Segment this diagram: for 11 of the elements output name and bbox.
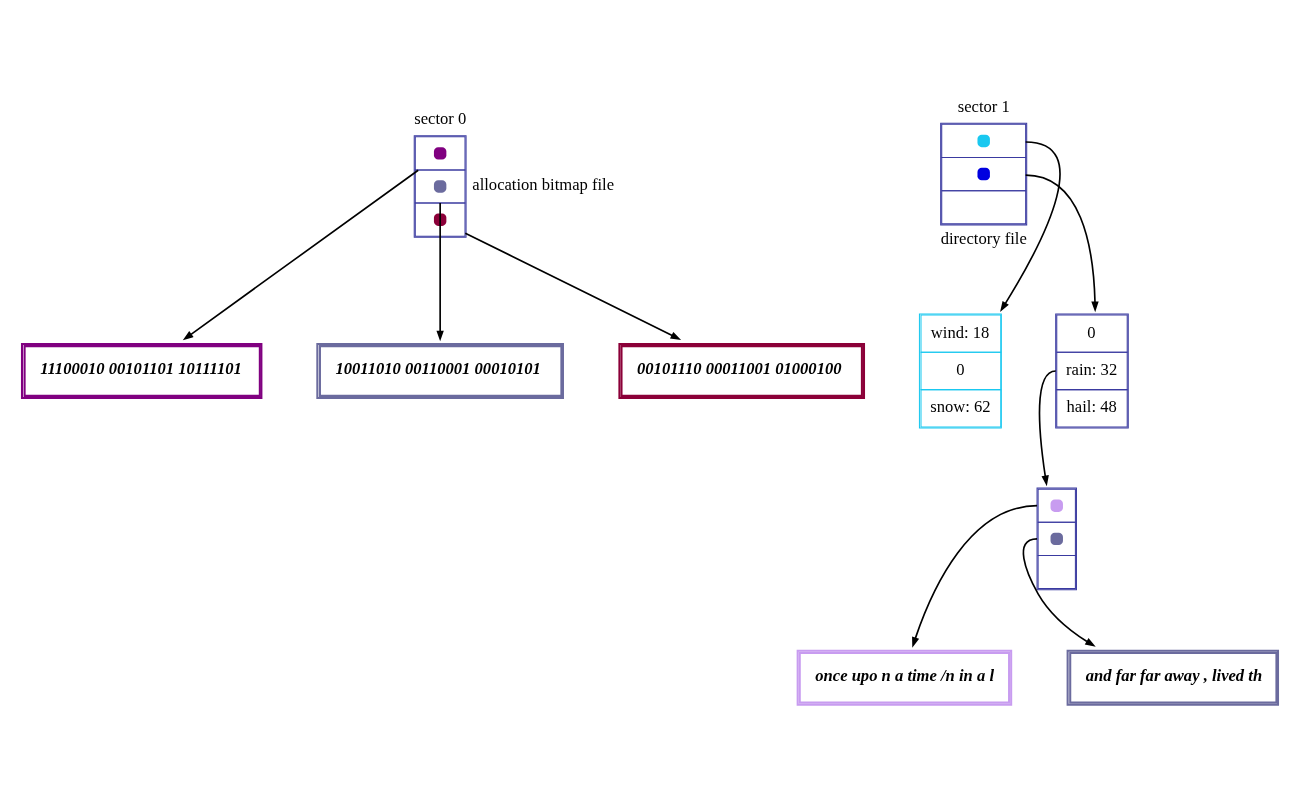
node-label: sector 1: [957, 96, 1010, 116]
arrow: [1000, 140, 1061, 312]
arrow: [182, 168, 420, 340]
arrow: [464, 231, 682, 340]
arrow: [1038, 369, 1057, 486]
arrow: [1024, 173, 1099, 312]
arrow: [436, 201, 444, 341]
node-label: directory file: [940, 228, 1027, 248]
arrow: [912, 504, 1038, 648]
node-label: allocation bitmap file: [472, 174, 615, 194]
node-label: sector 0: [414, 108, 467, 128]
